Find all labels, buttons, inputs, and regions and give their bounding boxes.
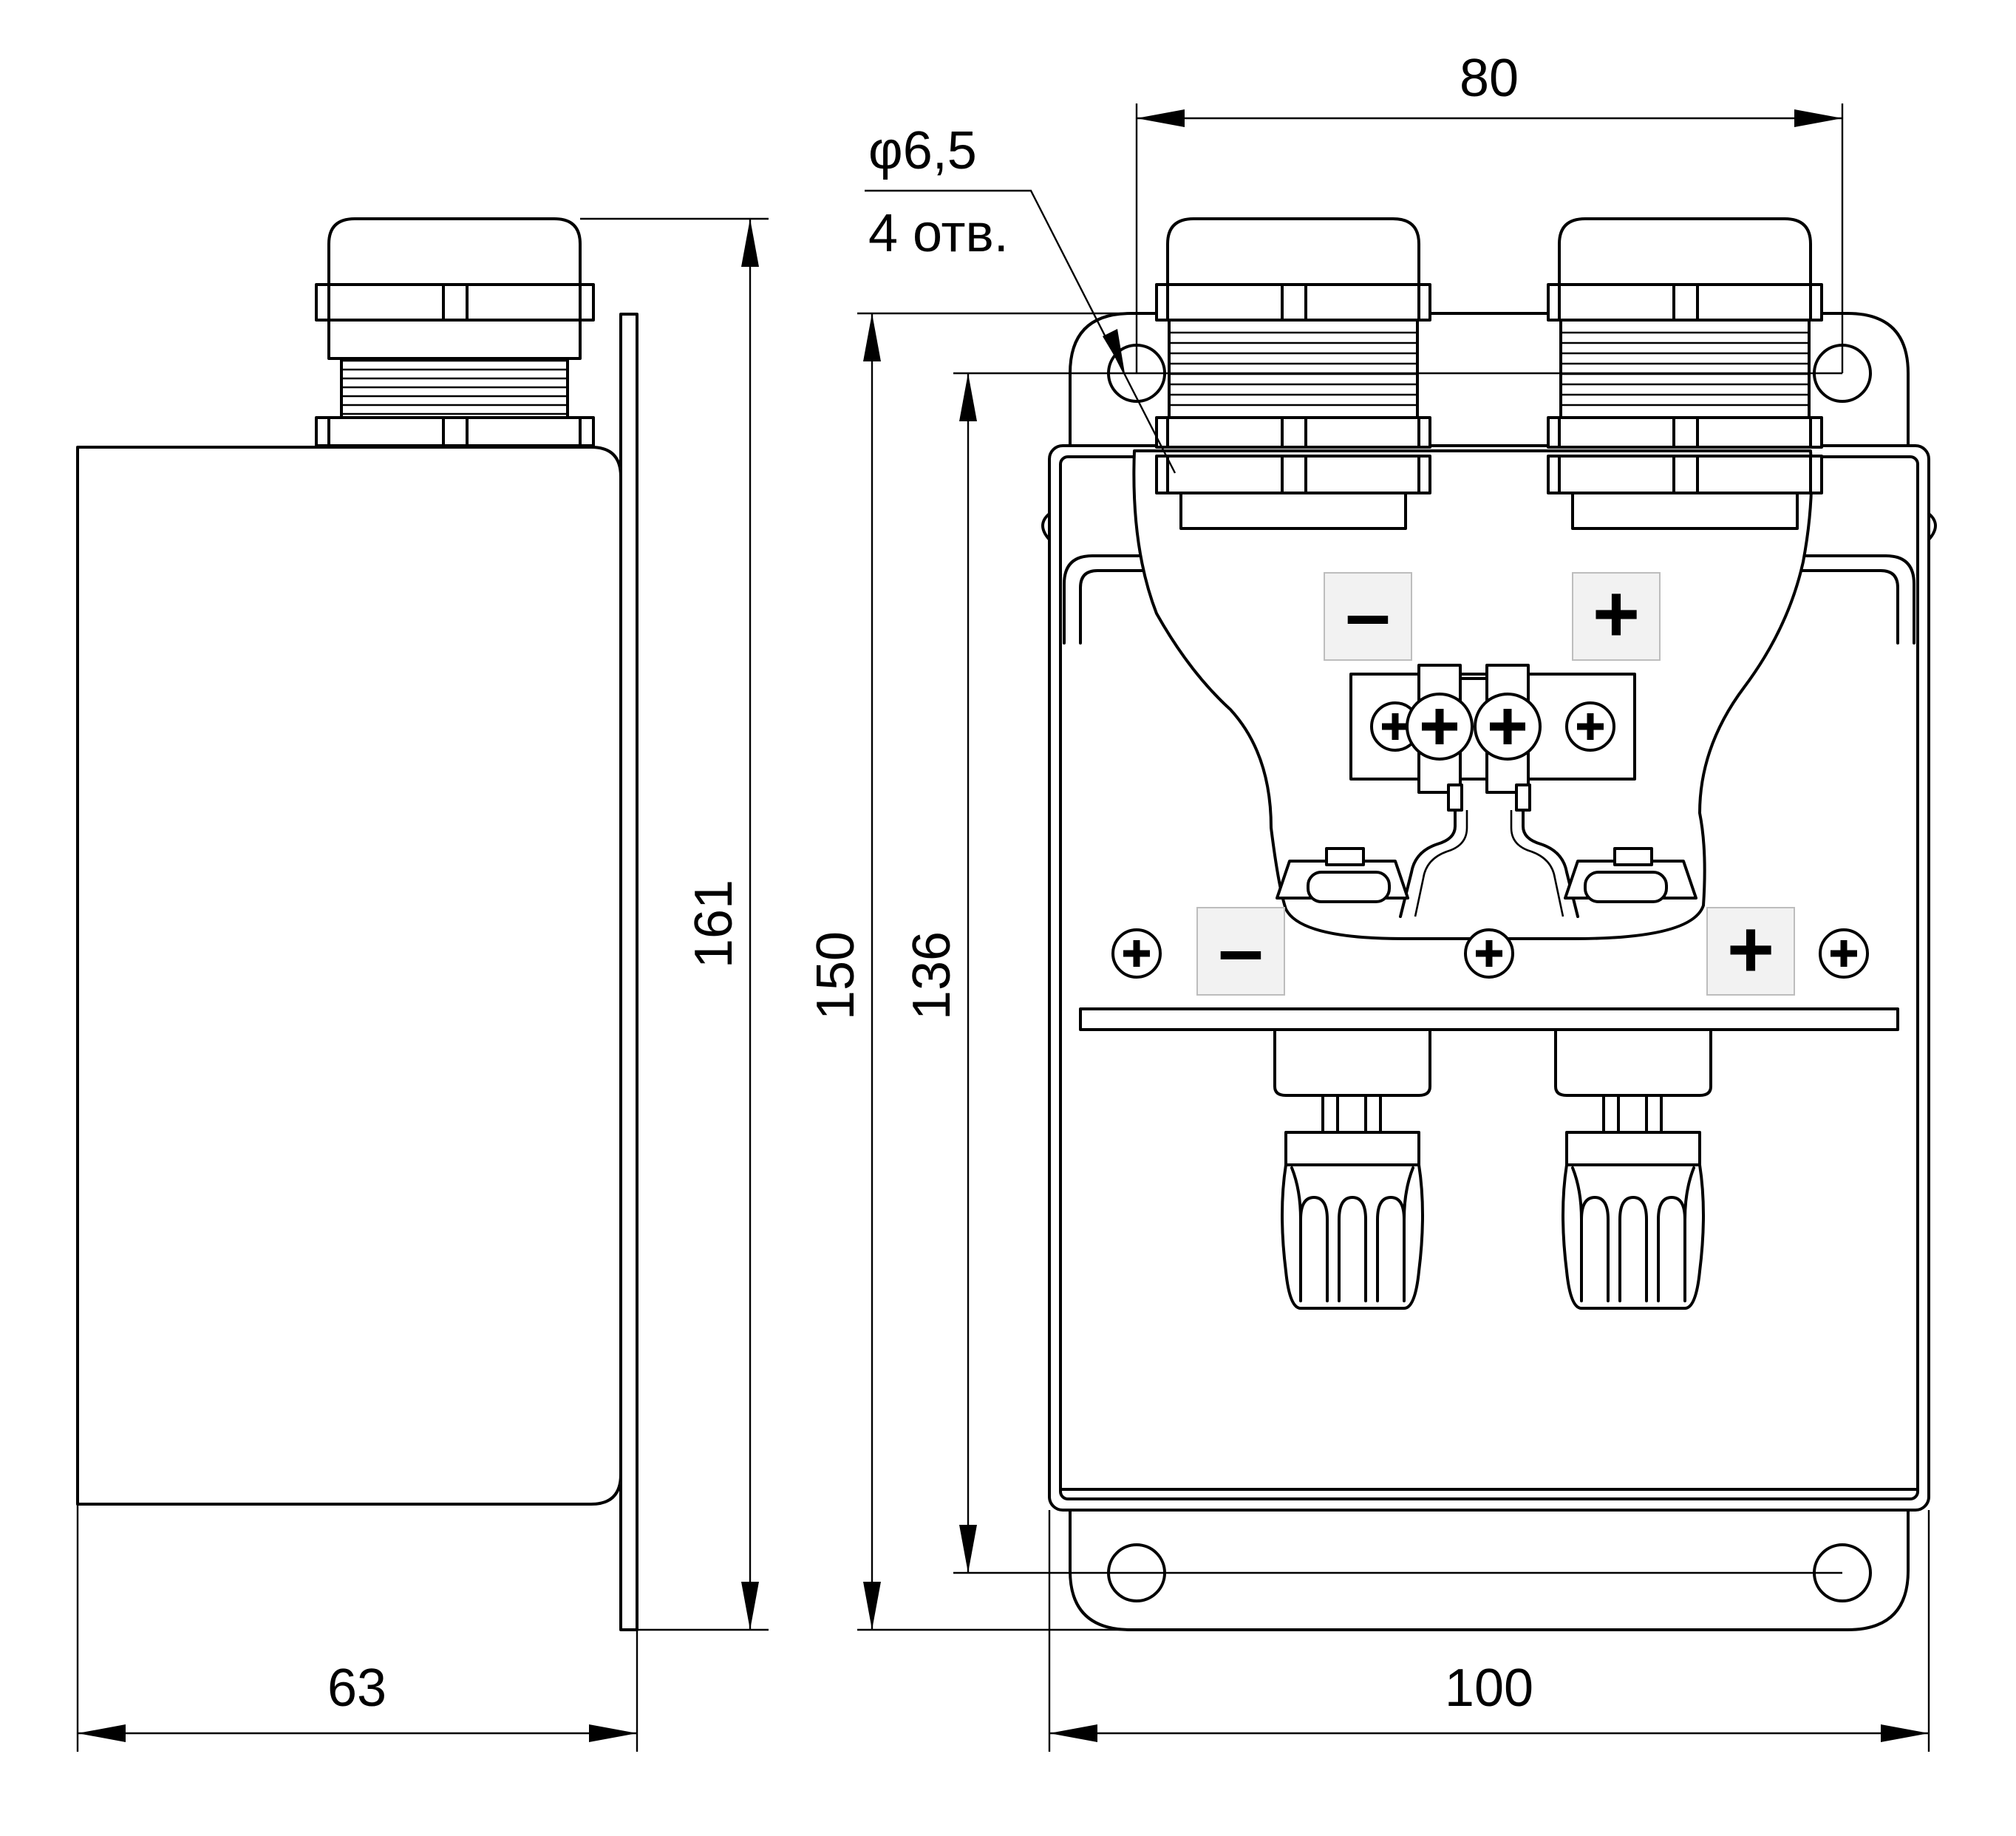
cable-gland-left bbox=[1155, 217, 1431, 530]
internal-wires bbox=[1399, 809, 1579, 918]
hole-diameter-label: φ6,5 bbox=[868, 121, 977, 180]
side-view bbox=[76, 217, 638, 1631]
strip-screw-icon bbox=[1113, 930, 1160, 977]
mounting-plate bbox=[1069, 312, 1910, 1631]
dim-side-width: 63 bbox=[327, 1659, 386, 1718]
dim-front-width: 100 bbox=[1445, 1659, 1533, 1718]
side-cable-gland bbox=[315, 217, 595, 447]
dim-side-height: 161 bbox=[684, 880, 743, 968]
front-view: – + bbox=[1041, 217, 1937, 1631]
side-body bbox=[76, 446, 622, 1506]
inner-plus-label: + bbox=[1593, 568, 1640, 659]
internal-nuts bbox=[1276, 847, 1697, 903]
inner-minus-label: – bbox=[1345, 568, 1390, 659]
terminal-screw-icon bbox=[1407, 694, 1472, 759]
dimension-lines bbox=[76, 103, 1930, 1752]
cable-gland-right bbox=[1547, 217, 1823, 530]
strip-screw-icon bbox=[1820, 930, 1867, 977]
inner-polarity-labels: – + bbox=[1324, 568, 1661, 661]
binding-post-left bbox=[1273, 1028, 1431, 1310]
dim-front-total-height: 150 bbox=[806, 931, 865, 1020]
terminal-strip bbox=[1079, 1007, 1899, 1031]
outer-minus-label: – bbox=[1218, 904, 1263, 995]
terminal-block bbox=[1349, 664, 1636, 812]
terminal-screw-icon bbox=[1567, 703, 1614, 750]
strip-screw-icon bbox=[1465, 930, 1513, 977]
dim-hole-vertical-spacing: 136 bbox=[902, 931, 961, 1020]
outer-plus-label: + bbox=[1727, 904, 1774, 995]
dim-hole-horizontal-spacing: 80 bbox=[1460, 49, 1519, 108]
binding-post-right bbox=[1554, 1028, 1712, 1310]
hole-count-label: 4 отв. bbox=[868, 204, 1009, 263]
outer-polarity-labels: – + bbox=[1196, 904, 1795, 996]
terminal-screw-icon bbox=[1475, 694, 1540, 759]
side-mounting-plate bbox=[619, 313, 638, 1631]
